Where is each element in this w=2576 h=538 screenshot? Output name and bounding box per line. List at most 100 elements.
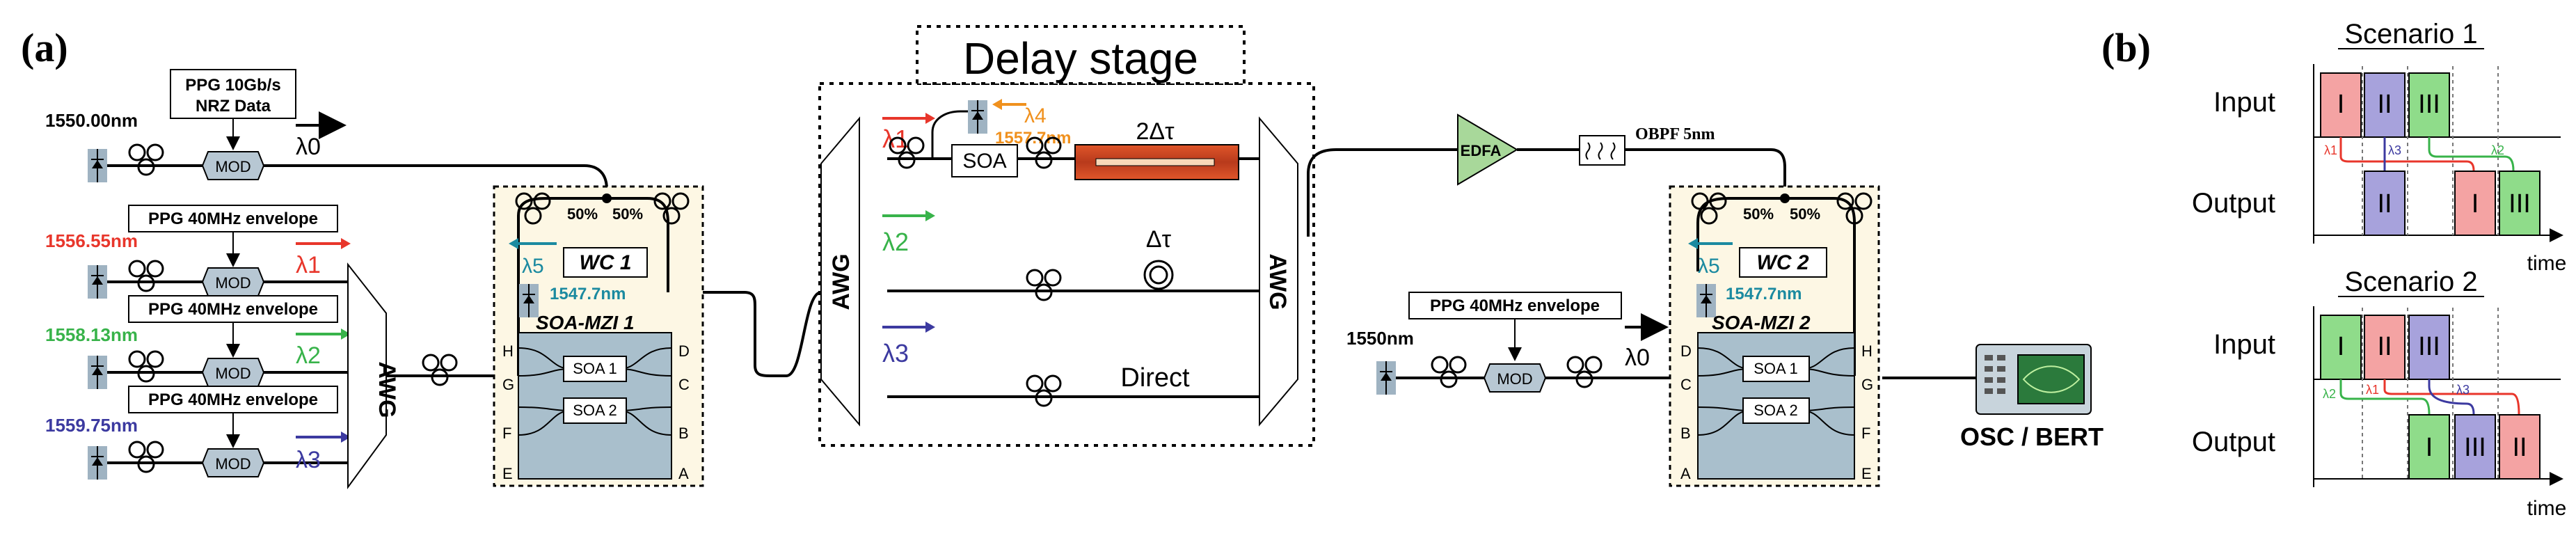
port-label: A	[1680, 465, 1691, 482]
wc2-title: WC 2	[1757, 251, 1809, 274]
wc1-wl: 1547.7nm	[550, 285, 626, 303]
output-pulse-green	[2408, 414, 2450, 480]
scenario-1-output-label: Output	[2192, 188, 2275, 219]
polarization-controller-icon	[1566, 356, 1603, 388]
delay-stage-title-box	[916, 25, 1246, 85]
port-label: E	[1861, 465, 1872, 482]
polarization-controller-icon	[128, 350, 164, 383]
port-label: F	[1861, 425, 1870, 442]
pulse-label: I	[2426, 433, 2433, 462]
time-label: time	[2527, 497, 2567, 520]
wc1-lambda5: λ5	[522, 255, 544, 278]
awg-delay-left-label: AWG	[828, 253, 854, 310]
tag-label: λ2	[2323, 387, 2336, 401]
wl2-label: 1558.13nm	[45, 324, 138, 345]
scenario-1-title: Scenario 1	[2344, 19, 2477, 49]
polarization-controller-icon	[422, 354, 458, 386]
scenario-2-title: Scenario 2	[2344, 267, 2477, 297]
mod-label: MOD	[215, 274, 251, 292]
pulse-label: II	[2377, 332, 2392, 361]
ppg-env-label: PPG 40MHz envelope	[148, 300, 318, 319]
polarization-controller-icon	[1026, 374, 1062, 407]
wc2-lambda5: λ5	[1698, 255, 1720, 278]
pulse-label: III	[2464, 433, 2486, 462]
mod-label: MOD	[215, 455, 251, 473]
wc1-mzi-label: SOA-MZI 1	[536, 312, 635, 333]
input-pulse-red	[2364, 315, 2406, 380]
edfa-label: EDFA	[1461, 142, 1502, 159]
awg-tx	[347, 262, 387, 490]
port-label: C	[678, 376, 690, 393]
output-pulse-blue	[2454, 414, 2496, 480]
pulse-label: I	[2337, 90, 2345, 119]
scenario-2: Scenario 2 Input Output time I II III λ2…	[2192, 267, 2566, 520]
ppg-nrz-label: PPG 10Gb/s	[185, 76, 280, 95]
tag-label: λ1	[2324, 143, 2337, 157]
pulse-label: III	[2418, 90, 2440, 119]
ppg-env-box-wc2	[1408, 292, 1622, 319]
pulse-label: II	[2512, 433, 2527, 462]
port-label: B	[1680, 425, 1691, 442]
wc2-title-box	[1739, 247, 1827, 278]
tag-label: λ2	[2491, 143, 2504, 157]
laser-icon-2	[87, 355, 108, 390]
scenario-1: Scenario 1 Input Output time I II III λ1…	[2192, 19, 2566, 275]
time-label: time	[2527, 252, 2567, 275]
pulse-label: II	[2377, 189, 2392, 219]
delay-soa-label: SOA	[962, 150, 1006, 173]
laser-icon-0	[87, 148, 108, 183]
input-pulse-green	[2320, 315, 2362, 380]
port-label: H	[1861, 342, 1873, 360]
port-label: C	[1680, 376, 1692, 393]
soa1-box	[1742, 356, 1810, 382]
tag-label: λ3	[2388, 143, 2401, 157]
scenario-2-input-label: Input	[2213, 329, 2275, 360]
coupler-ratio: 50%	[1743, 205, 1774, 223]
port-label: A	[678, 465, 689, 482]
panel-b-label: (b)	[2101, 25, 2151, 70]
delay-lambda3: λ3	[882, 339, 909, 367]
output-pulse-red	[2499, 414, 2541, 480]
polarization-controller-icon	[1431, 356, 1467, 388]
wc2-wl-in: 1550nm	[1346, 328, 1414, 349]
osc-bert-label: OSC / BERT	[1960, 422, 2104, 451]
awg-delay-right	[1259, 116, 1298, 427]
port-label: E	[502, 465, 513, 482]
laser-icon-1	[87, 264, 108, 299]
tag-label: λ3	[2456, 383, 2470, 397]
pulse-label: III	[2509, 189, 2531, 219]
coupler-ratio: 50%	[1790, 205, 1820, 223]
soa2-box	[563, 397, 627, 424]
pulse-label: I	[2472, 189, 2479, 219]
two-delta-tau-label: 2Δτ	[1136, 118, 1175, 145]
awg-tx-label: AWG	[374, 361, 400, 418]
awg-delay-right-label: AWG	[1264, 253, 1291, 310]
mod-label: MOD	[215, 158, 251, 175]
pulse-label: I	[2337, 332, 2345, 361]
laser-icon-3	[87, 445, 108, 480]
wc1-title-box	[563, 247, 648, 278]
lambda1-tx: λ1	[296, 252, 321, 278]
port-label: G	[1861, 376, 1873, 393]
wl0-label: 1550.00nm	[45, 110, 138, 131]
scenario-1-input-label: Input	[2213, 87, 2275, 118]
soa2-box	[1742, 397, 1810, 424]
awg-delay-left	[820, 116, 860, 427]
scenario-2-output-label: Output	[2192, 427, 2275, 457]
ppg-env-box-1	[128, 205, 338, 232]
wc2-lambda0: λ0	[1625, 345, 1650, 371]
output-pulse-blue	[2364, 171, 2406, 236]
delay-soa-box	[951, 144, 1018, 177]
polarization-controller-icon	[128, 143, 164, 176]
ppg-env-label: PPG 40MHz envelope	[148, 390, 318, 409]
polarization-controller-icon	[128, 441, 164, 473]
delay-lambda4: λ4	[1024, 104, 1047, 127]
edfa-icon	[1457, 113, 1518, 186]
tag-label: λ1	[2366, 383, 2379, 397]
port-label: H	[502, 342, 514, 360]
polarization-controller-icon	[128, 260, 164, 292]
coupler-ratio: 50%	[567, 205, 598, 223]
port-label: F	[502, 425, 511, 442]
delay-spool-icon	[1143, 260, 1174, 290]
